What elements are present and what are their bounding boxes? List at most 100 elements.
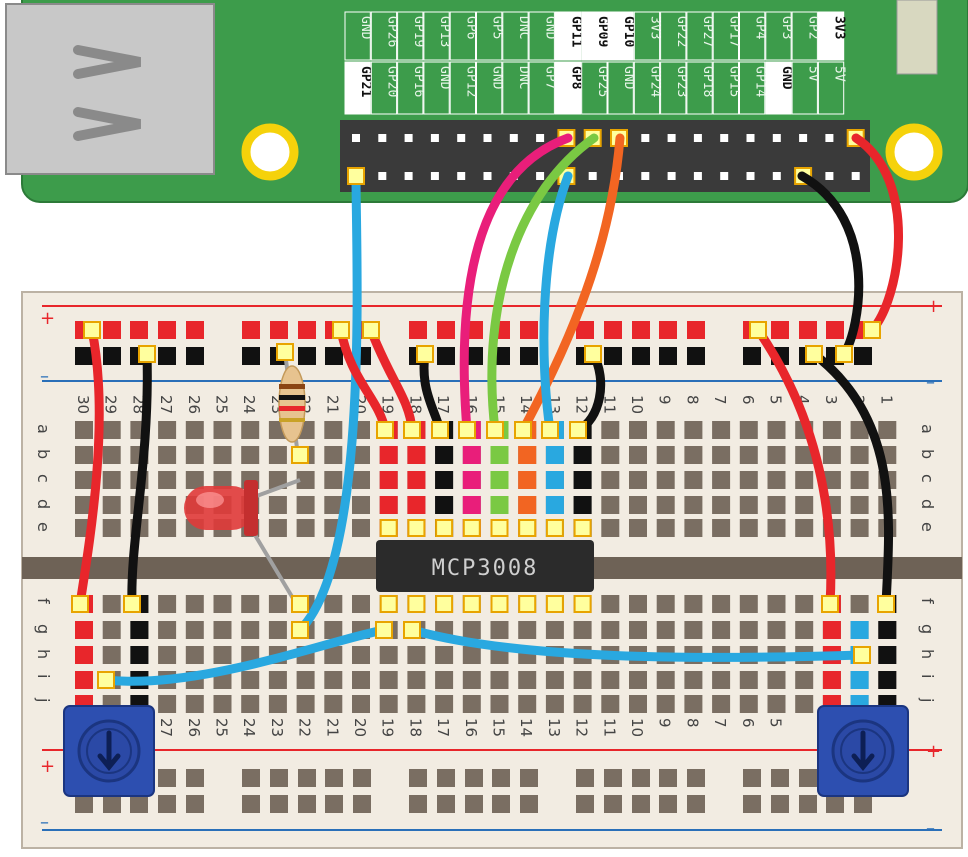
chip-pin-hole: [435, 595, 454, 613]
breadboard-hole: [795, 446, 814, 464]
breadboard-hole: [268, 519, 287, 537]
connected-hole: [850, 671, 869, 689]
wire-endpoint: [138, 345, 156, 363]
rail-hole-plus: [242, 769, 260, 787]
breadboard-hole: [352, 471, 370, 489]
breadboard-hole: [712, 446, 731, 464]
rail-hole-minus: [130, 795, 148, 813]
breadboard-hole: [601, 519, 620, 537]
breadboard-hole: [712, 621, 731, 639]
rail-hole-plus: [576, 321, 594, 339]
chip-pin-hole: [435, 519, 454, 537]
pin-label-box: [476, 11, 503, 61]
connected-hole: [573, 446, 592, 464]
rail-hole-minus: [854, 795, 872, 813]
breadboard-hole: [795, 671, 814, 689]
wire-red-rail-19: [336, 325, 390, 435]
pin-label-box: [765, 61, 792, 115]
column-number: 3: [822, 395, 840, 405]
connected-hole: [490, 496, 509, 514]
wire-endpoint: [291, 595, 309, 613]
breadboard-hole: [185, 446, 204, 464]
column-number: 26: [185, 395, 203, 414]
breadboard-hole: [684, 446, 703, 464]
column-number: 14: [517, 718, 535, 737]
pin-label-box: [633, 61, 661, 115]
pin-label: 3V3: [647, 16, 662, 39]
wire-endpoint: [458, 421, 476, 439]
chip-pin-hole: [407, 519, 426, 537]
potentiometer-left: [63, 705, 155, 797]
header-pin-bottom: [483, 172, 492, 180]
breadboard-hole: [767, 496, 786, 514]
breadboard-hole: [629, 496, 647, 514]
chip-pin-hole: [573, 519, 592, 537]
wire-red-3v3: [851, 133, 903, 335]
column-number: 8: [683, 395, 701, 405]
header-pin-top: [667, 134, 676, 142]
breadboard-hole: [629, 446, 647, 464]
breadboard-hole: [379, 646, 398, 664]
rail-hole-minus: [437, 795, 455, 813]
red-led: [184, 478, 302, 612]
breadboard-hole: [795, 471, 814, 489]
pin-label-box: [554, 11, 582, 61]
breadboard-hole: [739, 519, 758, 537]
wire-endpoint: [416, 345, 434, 363]
chip-label: MCP3008: [432, 556, 539, 581]
pin-label-box: [554, 61, 582, 115]
pin-label: GND: [437, 66, 452, 90]
breadboard-hole: [296, 496, 315, 514]
pin-label-box: [449, 61, 477, 115]
row-letter: b: [34, 449, 53, 459]
breadboard-hole: [850, 519, 869, 537]
header-pin-top: [352, 134, 360, 142]
breadboard-hole: [767, 519, 786, 537]
rail-hole-plus: [270, 321, 288, 339]
wire-red-right-pot: [753, 325, 836, 609]
rail-hole-plus: [409, 769, 427, 787]
row-letter: f: [34, 598, 53, 604]
rail-plus-label: +: [40, 308, 55, 329]
pin-label: GP12: [463, 66, 478, 97]
pin-label-box: [633, 11, 661, 61]
breadboard-hole: [324, 471, 343, 489]
rail-hole-minus: [854, 347, 872, 365]
rail-hole-minus: [158, 795, 176, 813]
breadboard-hole: [850, 421, 869, 439]
header-pin-bottom: [720, 172, 729, 180]
pin-label-box: [607, 11, 634, 61]
pin-label: GP23: [674, 66, 689, 97]
breadboard-hole: [102, 519, 121, 537]
chip-pin-hole: [379, 595, 398, 613]
chip-pin-hole: [545, 519, 564, 537]
pin-label: DNC: [516, 66, 531, 89]
breadboard-hole: [656, 421, 675, 439]
breadboard-hole: [352, 496, 370, 514]
breadboard-hole: [767, 595, 786, 613]
breadboard-hole: [656, 446, 675, 464]
breadboard-hole: [739, 421, 758, 439]
breadboard-hole: [213, 646, 232, 664]
pin-label-box: [712, 11, 740, 61]
breadboard-hole: [185, 595, 204, 613]
header-pin-bottom: [536, 172, 545, 180]
breadboard-hole: [684, 621, 703, 639]
mount-hole-right: [885, 123, 943, 181]
pin-label: GP21: [358, 66, 373, 97]
wire-green-gp09: [487, 133, 599, 435]
pin-label: GP7: [542, 66, 557, 89]
header-pin-bottom: [772, 172, 781, 180]
pin-label-box: [817, 11, 845, 61]
breadboard-hole: [601, 446, 620, 464]
rail-hole-minus: [325, 347, 343, 365]
chip-pin-hole: [518, 595, 537, 613]
breadboard-hole: [185, 646, 204, 664]
wire-endpoint: [749, 321, 767, 339]
breadboard-hole: [213, 421, 232, 439]
rail-hole-plus: [130, 321, 148, 339]
breadboard-hole: [102, 421, 121, 439]
breadboard-hole: [518, 671, 537, 689]
